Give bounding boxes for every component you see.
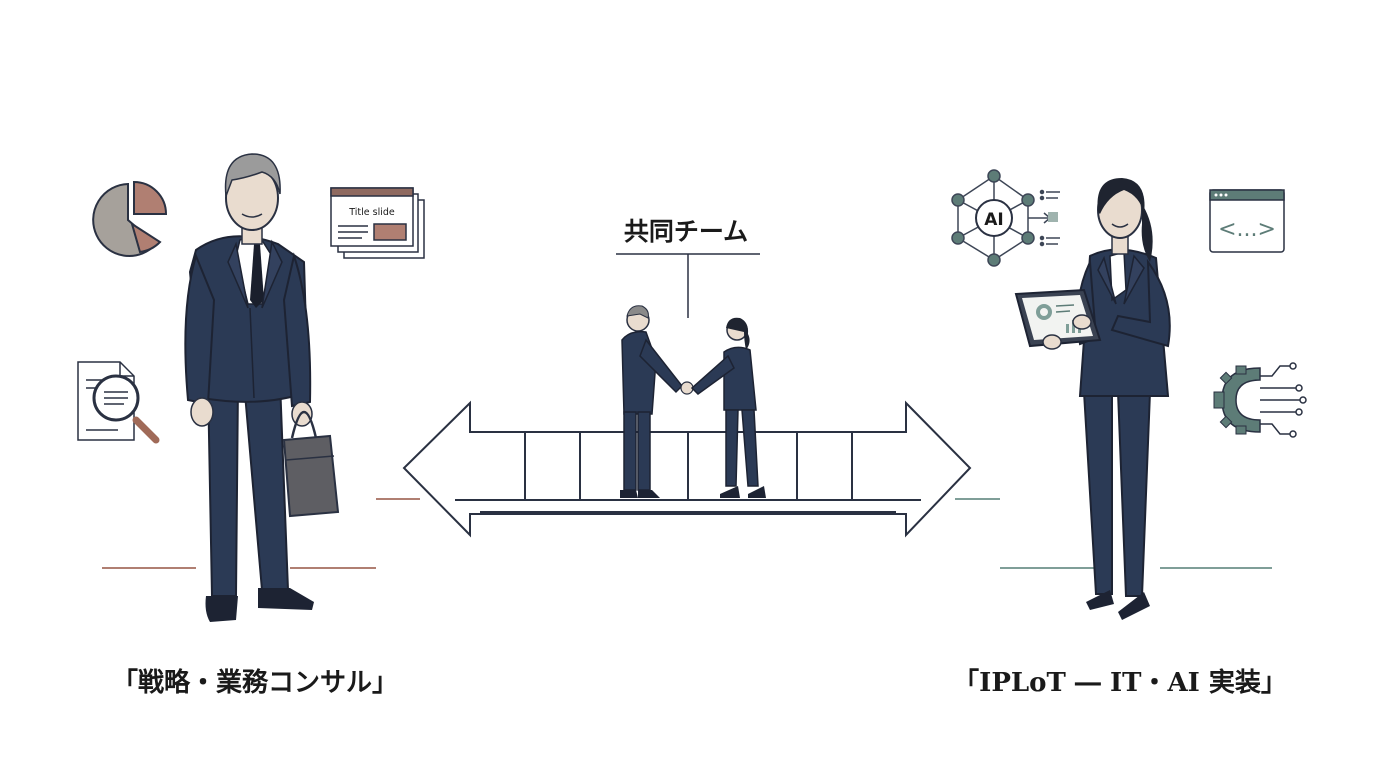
presentation-slides-icon: Title slide [330,187,425,259]
document-search-icon [77,361,160,444]
pie-chart-icon [92,180,168,257]
slide-card-title: Title slide [348,207,395,218]
consultant-man [184,153,314,622]
team-title-connector [616,253,760,318]
ground-lines [102,498,1272,569]
briefcase-icon [282,410,340,518]
implementation-caption: 「IPLoT ― IT・AI 実装」 [953,668,1287,698]
engineer-woman [1076,178,1171,620]
ai-node-label: AI [984,210,1003,230]
handshake-man [620,305,683,498]
code-window-label: <...> [1218,217,1276,242]
ai-network-icon: AI [951,169,1060,267]
bridge-double-arrow [402,400,972,538]
tablet-dashboard-icon [1014,288,1102,350]
team-title: 共同チーム [623,217,749,246]
handshake-woman [690,317,766,498]
gear-circuit-icon [1213,362,1307,438]
code-window-icon: <...> [1209,189,1285,253]
consulting-caption: 「戦略・業務コンサル」 [111,668,398,698]
